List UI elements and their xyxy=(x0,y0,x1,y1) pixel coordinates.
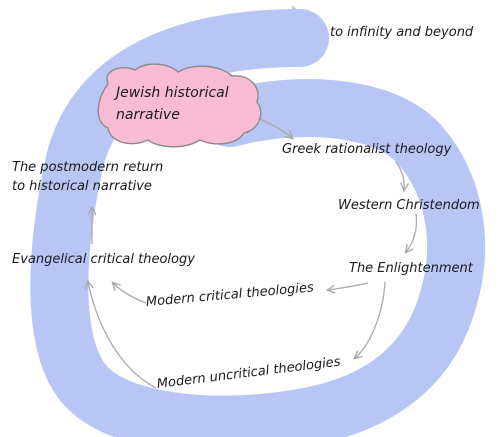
spiral-band xyxy=(30,9,486,437)
node-evangelical-critical-theology: Evangelical critical theology xyxy=(12,252,195,267)
start-node-label: Jewish historical narrative xyxy=(116,85,229,123)
arrow-enlightenment-to-modern-uncritical xyxy=(355,281,386,358)
node-western-christendom: Western Christendom xyxy=(338,198,480,213)
arrow-greek-to-western xyxy=(395,161,404,190)
spiral-inner-hole xyxy=(158,321,360,372)
end-label: to infinity and beyond xyxy=(330,25,474,40)
arrow-modern-uncritical-to-evangelical xyxy=(88,282,157,389)
node-greek-rationalist-theology: Greek rationalist theology xyxy=(282,142,452,157)
node-postmodern-return: The postmodern return to historical narr… xyxy=(12,160,164,194)
spiral-arrowhead xyxy=(292,5,325,67)
arrow-enlightenment-to-modern-critical xyxy=(328,282,369,290)
start-node-cloud xyxy=(97,63,262,148)
arrow-western-to-enlightenment xyxy=(406,213,418,252)
arrow-modern-critical-to-evangelical xyxy=(113,283,147,304)
node-the-enlightenment: The Enlightenment xyxy=(349,261,473,276)
